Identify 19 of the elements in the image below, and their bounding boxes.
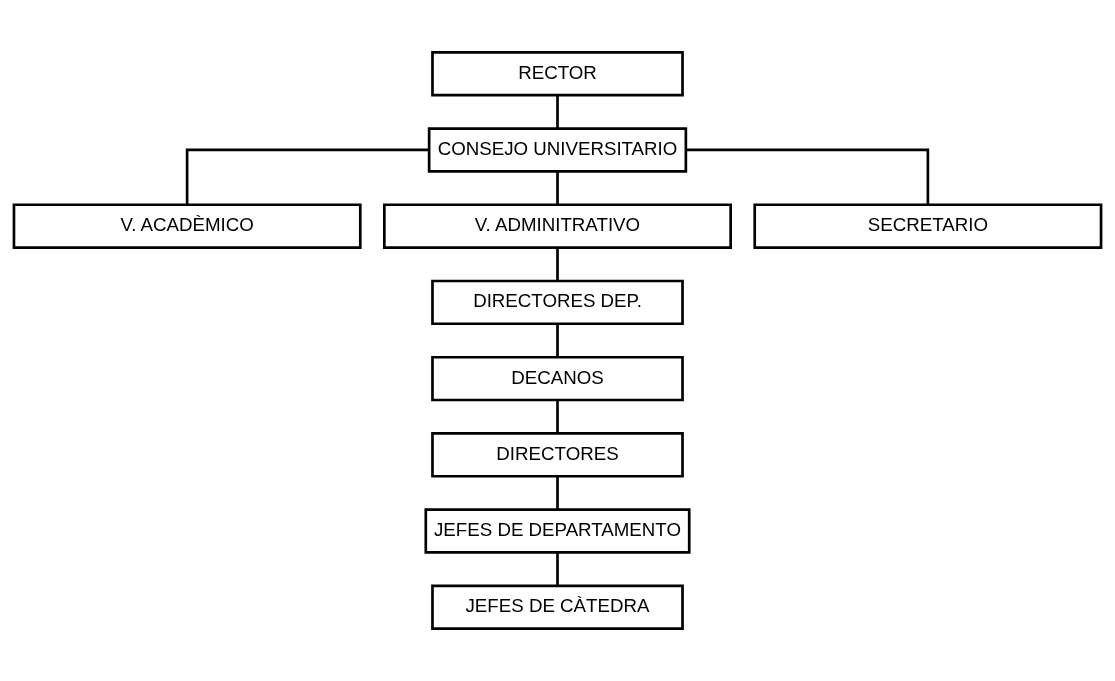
connector — [556, 324, 559, 358]
connector — [556, 552, 559, 586]
connector — [556, 171, 559, 205]
node-box: DECANOS — [431, 355, 684, 402]
connector — [556, 400, 559, 434]
node-box: RECTOR — [431, 51, 684, 97]
connector — [556, 476, 559, 510]
connector — [556, 95, 559, 129]
node-box: DIRECTORES — [431, 432, 684, 478]
connector — [556, 247, 559, 281]
node-box: DIRECTORES DEP. — [431, 279, 684, 326]
node-box: V. ADMINITRATIVO — [383, 203, 732, 249]
node-box: V. ACADÈMICO — [12, 203, 362, 249]
node-box: JEFES DE DEPARTAMENTO — [424, 508, 691, 554]
connector — [686, 148, 930, 205]
node-box: JEFES DE CÀTEDRA — [431, 584, 684, 630]
connector — [185, 148, 429, 205]
node-box: CONSEJO UNIVERSITARIO — [427, 127, 688, 173]
node-box: SECRETARIO — [753, 203, 1103, 249]
